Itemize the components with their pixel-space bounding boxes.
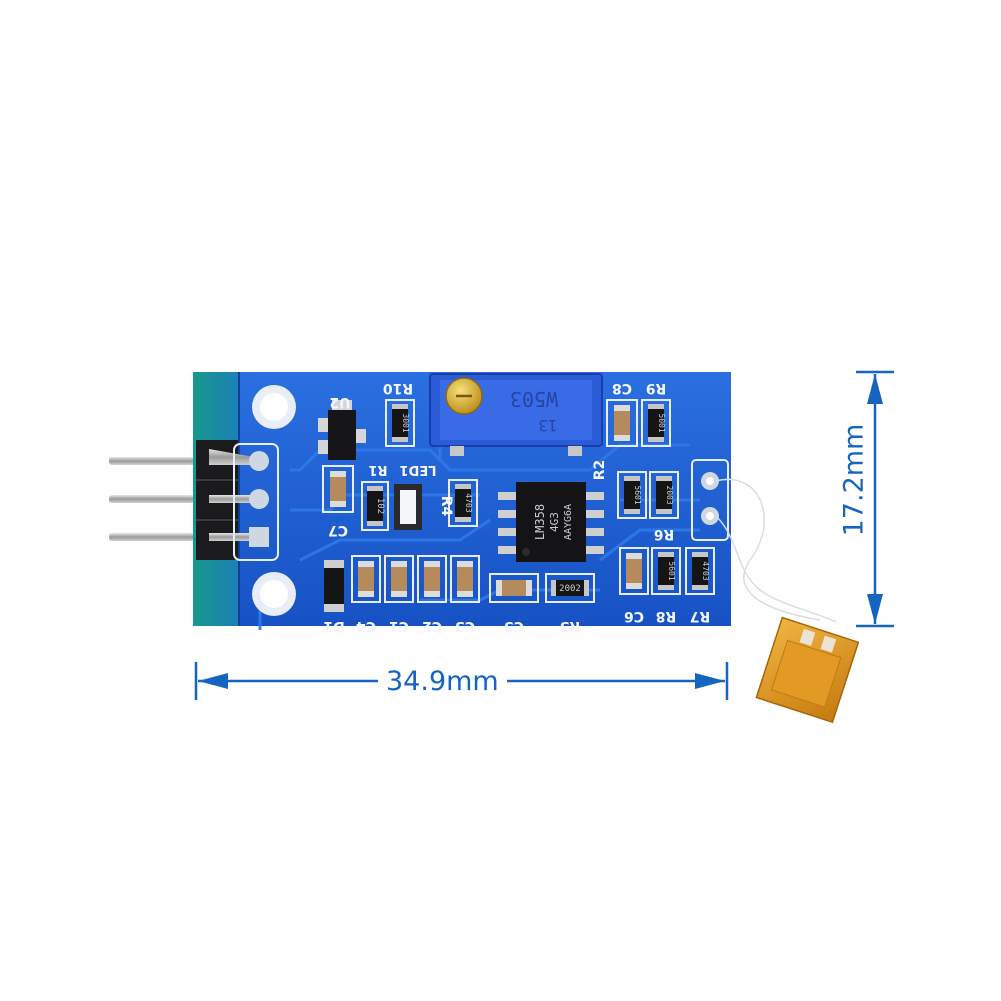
c8-capacitor xyxy=(606,399,638,447)
c6-capacitor xyxy=(619,547,649,595)
code-r10: 3001 xyxy=(401,413,410,432)
c3-capacitor xyxy=(450,555,480,603)
chip-marking-line1: LM358 xyxy=(533,504,547,540)
u2-transistor xyxy=(318,400,366,460)
potentiometer-markings: W503 13 xyxy=(510,387,558,435)
code-r6b: 2003 xyxy=(665,485,674,504)
silk-c5: C5 xyxy=(504,618,524,634)
silk-c8: C8 xyxy=(612,380,632,396)
r6-resistor xyxy=(649,471,679,519)
lm358-chip xyxy=(498,482,604,562)
silk-c1: C1 xyxy=(389,618,409,634)
silk-r8: R8 xyxy=(656,608,677,624)
c2-capacitor xyxy=(417,555,447,603)
r8-resistor xyxy=(651,547,681,595)
r7-resistor xyxy=(685,547,715,595)
code-r3: 2002 xyxy=(559,584,581,594)
chip-marking-line3: AAYG6A xyxy=(563,504,574,540)
potentiometer xyxy=(429,373,603,456)
strain-gauge xyxy=(755,616,860,724)
silk-led1: LED1 xyxy=(399,462,436,477)
led1 xyxy=(394,484,422,530)
pin-pads xyxy=(233,443,279,561)
silk-c4: C4 xyxy=(356,618,376,634)
gauge-connection-pads xyxy=(691,459,729,541)
r3-resistor xyxy=(545,573,595,603)
width-dimension-label: 34.9mm xyxy=(378,668,507,695)
pin-header xyxy=(196,440,254,560)
code-r7: 4703 xyxy=(701,561,710,580)
r1-resistor xyxy=(361,481,389,531)
c1-capacitor xyxy=(384,555,414,603)
pot-marking-line1: W503 xyxy=(510,387,558,411)
d1-diode xyxy=(324,560,344,612)
chip-markings: LM358 4G3 AAYG6A xyxy=(533,504,574,540)
silk-r10: R10 xyxy=(383,380,414,396)
code-r1: 102 xyxy=(375,498,385,514)
chip-marking-line2: 4G3 xyxy=(548,512,561,532)
r2-resistor xyxy=(617,471,647,519)
silk-c7: C7 xyxy=(328,522,348,538)
header-pins xyxy=(109,457,209,541)
code-r6a: 5601 xyxy=(633,485,642,504)
silk-r6: R6 xyxy=(654,526,675,542)
height-dimension-line xyxy=(856,370,894,628)
silk-c2: C2 xyxy=(422,618,442,634)
silk-c3: C3 xyxy=(455,618,475,634)
mounting-hole-bottom xyxy=(252,572,296,616)
silk-r9: R9 xyxy=(646,380,667,396)
code-r9: 5001 xyxy=(657,413,666,432)
c4-capacitor xyxy=(351,555,381,603)
height-dimension-label: 17.2mm xyxy=(839,413,870,547)
silk-r7: R7 xyxy=(690,608,711,624)
c7-capacitor xyxy=(322,465,354,513)
r10-resistor xyxy=(385,399,415,447)
code-r8: 5601 xyxy=(667,561,676,580)
silk-d1: D1 xyxy=(323,618,344,634)
silk-c6: C6 xyxy=(624,608,644,624)
c5-capacitor xyxy=(489,573,539,603)
r4-resistor xyxy=(448,479,478,527)
mounting-hole-top xyxy=(252,385,296,429)
gauge-lead-wires xyxy=(715,478,837,623)
silk-r4: R4 xyxy=(438,496,454,517)
r9-resistor xyxy=(641,399,671,447)
silk-r3: R3 xyxy=(560,618,581,634)
silk-r2: R2 xyxy=(592,460,608,481)
silk-u2: U2 xyxy=(329,394,350,410)
silk-r1: R1 xyxy=(368,462,387,477)
code-r4: 4703 xyxy=(464,493,473,512)
resistor-codes: 3001 5001 102 4703 2002 5601 2003 5601 4… xyxy=(375,413,710,594)
silkscreen-labels: U2 R10 C8 R9 LED1 R1 R2 R4 R6 C7 D1 C4 C… xyxy=(323,380,710,634)
pot-marking-line2: 13 xyxy=(538,416,557,435)
